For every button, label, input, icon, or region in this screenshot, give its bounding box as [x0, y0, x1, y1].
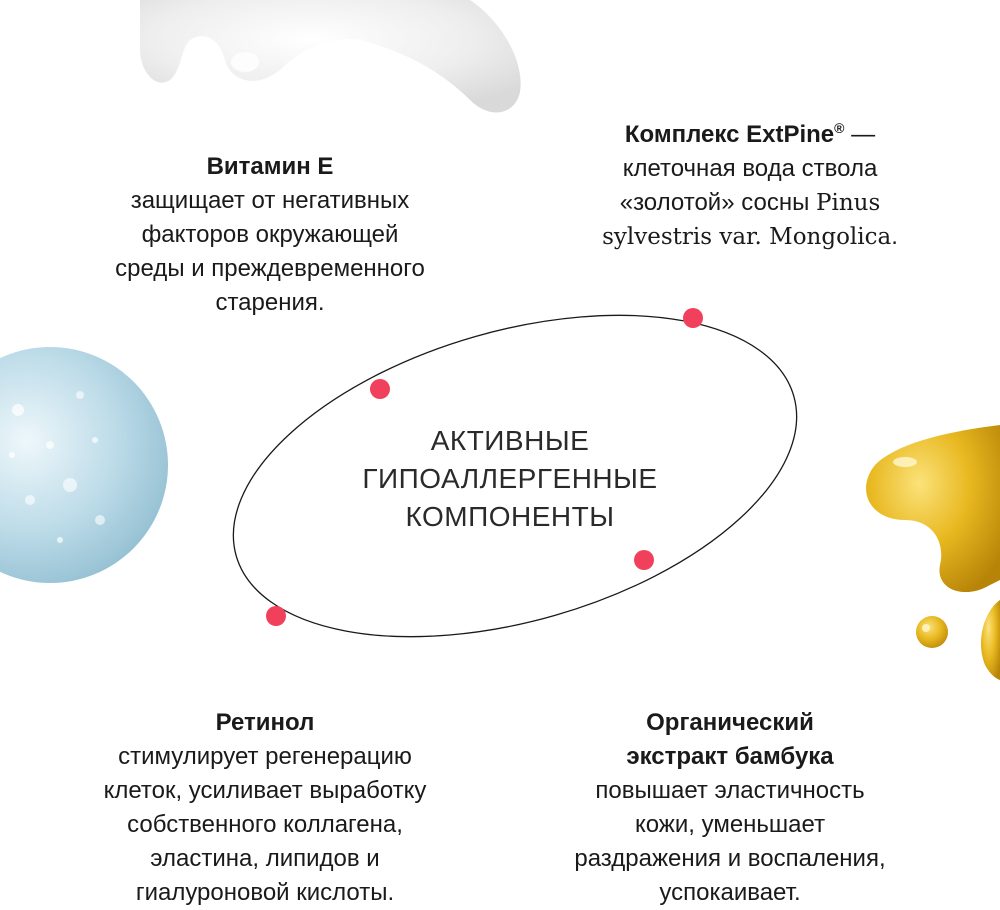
extpine-text-2a: «золотой» сосны [619, 189, 816, 216]
center-label: АКТИВНЫЕ ГИПОАЛЛЕРГЕННЫЕ КОМПОНЕНТЫ [330, 422, 690, 536]
bamboo-text-3: раздражения и воспаления, [574, 845, 886, 872]
retinol-text-5: гиалуроновой кислоты. [135, 879, 395, 906]
retinol-block: Ретинол стимулирует регенерацию клеток, … [60, 706, 470, 910]
bamboo-text-2: кожи, уменьшает [634, 811, 826, 838]
bamboo-title-1: Органический [646, 709, 814, 736]
orbit-ellipse [232, 314, 798, 638]
center-line-3: КОМПОНЕНТЫ [405, 501, 615, 532]
retinol-title: Ретинол [215, 709, 315, 736]
vitamin-e-title: Витамин Е [206, 153, 334, 180]
dot-extpine [683, 308, 703, 328]
serum-drop-image [0, 347, 168, 583]
extpine-text-1: клеточная вода ствола [622, 155, 878, 182]
vitamin-e-text-4: старения. [215, 289, 325, 316]
bamboo-block: Органический экстракт бамбука повышает э… [540, 706, 920, 910]
oil-drops-image [866, 425, 1000, 680]
retinol-text-3: собственного коллагена, [127, 811, 403, 838]
extpine-text-3: sylvestris var. Mongolica. [580, 220, 920, 254]
cream-splash-image [140, 0, 521, 113]
vitamin-e-text-3: среды и преждевременного [115, 255, 425, 282]
vitamin-e-block: Витамин Е защищает от негативных факторо… [80, 150, 460, 320]
center-line-1: АКТИВНЫЕ [430, 425, 590, 456]
dot-bamboo [634, 550, 654, 570]
extpine-latin-1: Pinus [816, 190, 881, 216]
bamboo-text-4: успокаивает. [659, 879, 801, 906]
extpine-title: Комплекс ExtPine [624, 121, 835, 148]
retinol-text-1: стимулирует регенерацию [118, 743, 412, 770]
bamboo-text-1: повышает эластичность [595, 777, 865, 804]
retinol-text-4: эластина, липидов и [150, 845, 380, 872]
vitamin-e-text-1: защищает от негативных [130, 187, 410, 214]
registered-mark: ® [834, 120, 845, 136]
dot-retinol [266, 606, 286, 626]
components-diagram [232, 308, 798, 638]
extpine-block: Комплекс ExtPine® — клеточная вода ствол… [580, 118, 920, 254]
vitamin-e-text-2: факторов окружающей [141, 221, 399, 248]
extpine-text-2: «золотой» сосны Pinus [580, 186, 920, 220]
extpine-latin-2: sylvestris var. Mongolica [602, 224, 892, 250]
center-line-2: ГИПОАЛЛЕРГЕННЫЕ [362, 463, 658, 494]
bamboo-title-2: экстракт бамбука [626, 743, 834, 770]
dot-vitamin-e [370, 379, 390, 399]
extpine-dash: — [844, 121, 876, 148]
retinol-text-2: клеток, усиливает выработку [103, 777, 427, 804]
extpine-title-line: Комплекс ExtPine® — [580, 118, 920, 152]
extpine-period: . [891, 223, 898, 250]
